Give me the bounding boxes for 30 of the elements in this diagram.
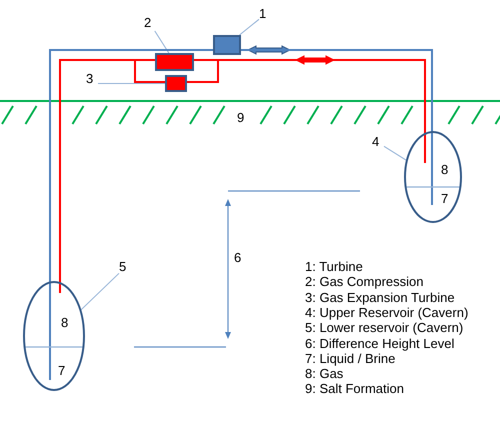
gas-label: 8: [61, 316, 68, 329]
legend-text: 5: Lower reservoir (Cavern): [305, 321, 464, 334]
legend-text: 2: Gas Compression: [305, 275, 424, 288]
callout-number: 3: [86, 72, 98, 87]
leader-line: [239, 18, 260, 36]
compressor-box: [155, 53, 194, 71]
legend-text: 8: Gas: [305, 367, 344, 380]
dimension-label: 6: [234, 251, 242, 264]
leader-line: [98, 83, 166, 84]
callout-number: 5: [119, 260, 131, 275]
leader-line: [384, 146, 406, 161]
callout-number: 1: [259, 7, 271, 22]
turbine-box: [213, 35, 241, 55]
legend-text: 1: Turbine: [305, 260, 363, 273]
legend-text: 4: Upper Reservoir (Cavern): [305, 306, 468, 319]
pipe-line: [49, 49, 213, 282]
leader-line: [80, 272, 120, 310]
leader-line: [154, 30, 170, 54]
expansion-turbine-box: [165, 75, 187, 92]
legend-text: 7: Liquid / Brine: [305, 352, 396, 365]
legend-text: 6: Difference Height Level: [305, 336, 454, 350]
callout-number: 4: [372, 135, 384, 150]
legend-text: 3: Gas Expansion Turbine: [305, 290, 455, 304]
ground-label: 9: [237, 111, 244, 124]
legend-text: 9: Salt Formation: [305, 382, 404, 396]
callout-number: 2: [144, 16, 156, 31]
brine-label: 7: [58, 364, 66, 377]
brine-label: 7: [441, 192, 448, 205]
gas-label: 8: [441, 163, 448, 176]
pipe-line: [241, 49, 433, 131]
